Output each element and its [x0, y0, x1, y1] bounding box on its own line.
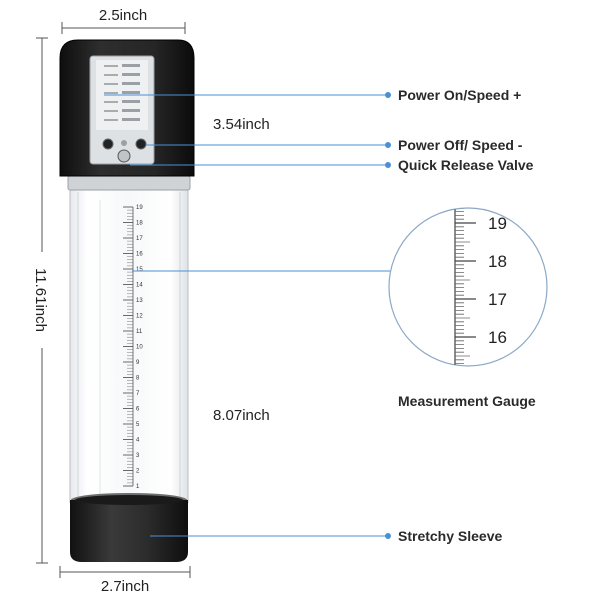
- tube-scale-number: 9: [136, 360, 140, 366]
- callout-gauge: 19 18 17 16 Measurement Gauge: [132, 207, 548, 409]
- readout-bar: [122, 73, 140, 76]
- stretchy-sleeve-label: Stretchy Sleeve: [398, 528, 502, 544]
- power-on-button[interactable]: [102, 138, 114, 150]
- gauge-number: 19: [488, 214, 507, 233]
- tube-scale-number: 17: [136, 236, 143, 242]
- readout-bar: [122, 118, 140, 121]
- bottom-width-label: 2.7inch: [101, 578, 149, 595]
- tube-scale-number: 7: [136, 391, 140, 397]
- tube-scale-number: 4: [136, 438, 140, 444]
- pump-head: [59, 39, 195, 177]
- power-off-button[interactable]: [135, 138, 147, 150]
- tube-scale-number: 5: [136, 422, 140, 428]
- head-height-label: 3.54inch: [213, 116, 270, 133]
- gauge-ticks: 19 18 17 16: [455, 208, 507, 365]
- tube-scale-number: 10: [136, 345, 143, 351]
- top-width-label: 2.5inch: [99, 7, 147, 24]
- tube-scale-number: 12: [136, 314, 143, 320]
- tube-scale-number: 16: [136, 252, 143, 258]
- readout-bar: [122, 82, 140, 85]
- bottom-width-dimension: 2.7inch: [59, 566, 191, 595]
- pump-tube: 19 18 17 16 15 14 13 12 11 10 9 8 7 6 5 4 3 2 1: [69, 187, 189, 507]
- head-collar: [67, 175, 191, 191]
- power-off-label: Power Off/ Speed -: [398, 137, 523, 153]
- gauge-number: 16: [488, 328, 507, 347]
- stretchy-sleeve: [70, 493, 188, 562]
- tube-scale-number: 14: [136, 283, 143, 289]
- tube-scale-number: 19: [136, 205, 143, 211]
- top-width-dimension: 2.5inch: [61, 7, 186, 34]
- tube-scale-number: 3: [136, 453, 140, 459]
- tube-scale-number: 13: [136, 298, 143, 304]
- readout-bar: [122, 91, 140, 94]
- tube-height-label: 8.07inch: [213, 407, 270, 424]
- pressure-readout: [104, 64, 140, 121]
- gauge-number: 18: [488, 252, 507, 271]
- readout-bar: [122, 109, 140, 112]
- measurement-gauge-label: Measurement Gauge: [398, 393, 536, 409]
- gauge-number: 17: [488, 290, 507, 309]
- callout-power-on: Power On/Speed +: [104, 87, 521, 103]
- tube-scale-number: 18: [136, 221, 143, 227]
- total-height-dimension: 11.61inch: [30, 37, 54, 564]
- tube-scale-number: 15: [136, 267, 143, 273]
- callout-sleeve: Stretchy Sleeve: [150, 528, 502, 544]
- tube-scale: 19 18 17 16 15 14 13 12 11 10 9 8 7 6 5 4 3 2 1: [123, 205, 143, 490]
- callout-power-off: Power Off/ Speed -: [146, 137, 523, 153]
- tube-scale-number: 1: [136, 484, 140, 490]
- power-on-label: Power On/Speed +: [398, 87, 521, 103]
- callout-release-valve: Quick Release Valve: [130, 157, 534, 173]
- release-valve-label: Quick Release Valve: [398, 157, 534, 173]
- tube-scale-number: 8: [136, 376, 140, 382]
- readout-bar: [122, 64, 140, 67]
- tube-scale-number: 11: [136, 329, 143, 335]
- total-height-label: 11.61inch: [32, 268, 49, 332]
- release-valve-button[interactable]: [117, 149, 131, 163]
- tube-scale-number: 2: [136, 469, 140, 475]
- tube-scale-number: 6: [136, 407, 140, 413]
- readout-bar: [122, 100, 140, 103]
